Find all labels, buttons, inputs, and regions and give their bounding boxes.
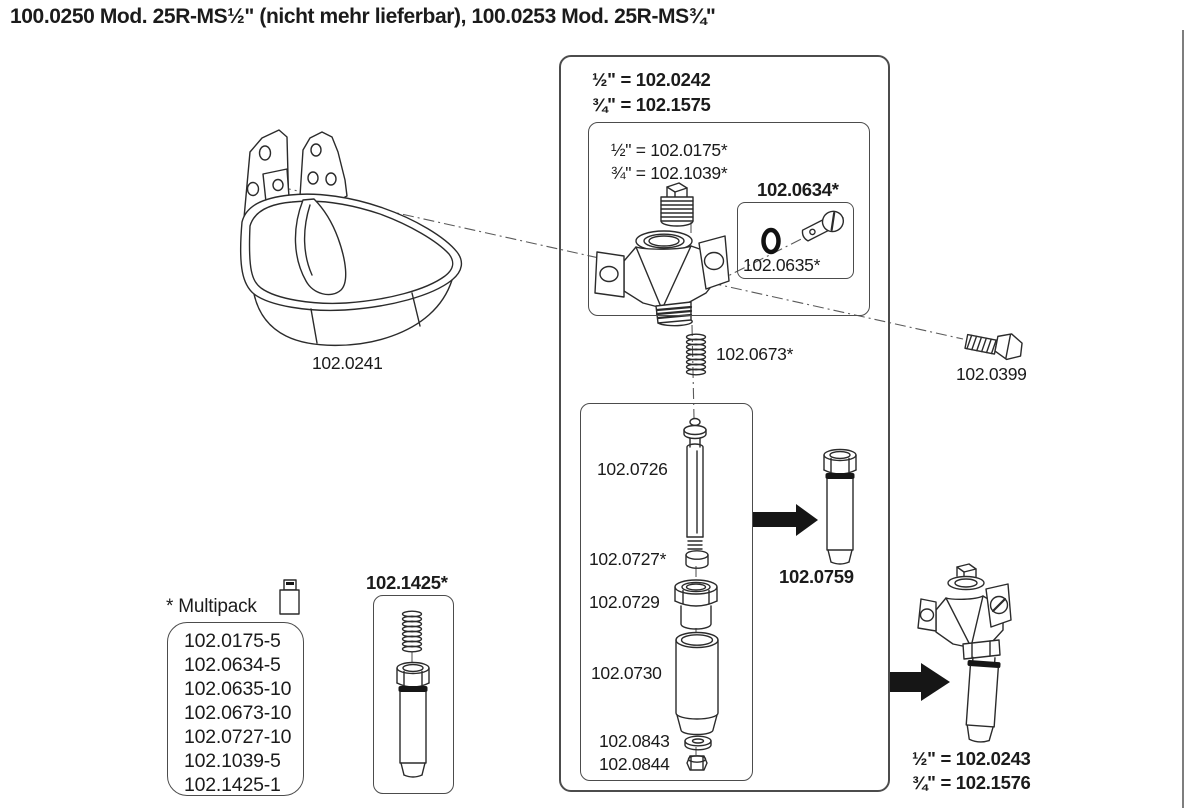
spare-kit-box [373,595,454,794]
part-label-102-0727: 102.0727* [589,549,667,569]
sleeve-drawing [675,631,719,736]
arrow-right-icon [888,663,950,701]
bowl-label: 102.0241 [312,353,383,373]
part-label-102-0729: 102.0729 [589,592,660,612]
pin-drawing [801,210,845,242]
multipack-list: 102.0175-5 102.0634-5 102.0635-10 102.06… [184,629,292,797]
o-ring-icon [761,227,781,255]
valve-code-half: ½" = 102.0175* [611,140,728,160]
nut-drawing [686,755,708,771]
spare-kit-title: 102.1425* [366,572,448,593]
part-label-102-0730: 102.0730 [591,663,662,683]
bolt-label: 102.0399 [956,364,1027,384]
washer-drawing [684,735,712,751]
multipack-list-box [167,622,304,796]
multipack-item: 102.1425-1 [184,774,281,796]
valve-parts-box [588,122,870,316]
page-edge-line [1182,30,1184,808]
assembled-valve-drawing [917,563,1012,743]
cartridge-parts-box [580,403,753,781]
valve-body-drawing [594,182,730,327]
bowl-drawing [239,129,463,347]
pin-parts-box [737,202,854,279]
part-label-102-0726: 102.0726 [597,459,668,479]
multipack-item: 102.0727-10 [184,726,292,748]
hex-seat-drawing [674,579,718,630]
part-label-102-0844: 102.0844 [599,754,670,774]
cartridge-label: 102.0759 [779,566,854,587]
spring-label: 102.0673* [716,344,794,364]
valve-code-3quarter: ¾" = 102.1039* [611,163,728,183]
assembled-code-3quarter: ¾" = 102.1576 [912,772,1031,793]
part-label-102-0843: 102.0843 [599,731,670,751]
pin-box-label: 102.0635* [743,255,821,275]
main-code-3quarter: ¾" = 102.1575 [592,94,711,115]
seal-drawing [685,550,709,569]
main-parts-box [559,55,890,792]
stem-drawing [683,417,707,555]
multipack-item: 102.0635-10 [184,678,292,700]
assembled-code-half: ½" = 102.0243 [912,748,1031,769]
page-title: 100.0250 Mod. 25R-MS½" (nicht mehr liefe… [10,5,716,28]
multipack-item: 102.0673-10 [184,702,292,724]
multipack-icon [279,579,300,615]
multipack-title: * Multipack [166,596,257,617]
bolt-drawing [964,333,1023,361]
arrow-right-icon [753,504,818,536]
multipack-item: 102.0175-5 [184,630,281,652]
pin-box-title: 102.0634* [757,179,839,200]
multipack-item: 102.0634-5 [184,654,281,676]
main-code-half: ½" = 102.0242 [592,69,711,90]
multipack-item: 102.1039-5 [184,750,281,772]
